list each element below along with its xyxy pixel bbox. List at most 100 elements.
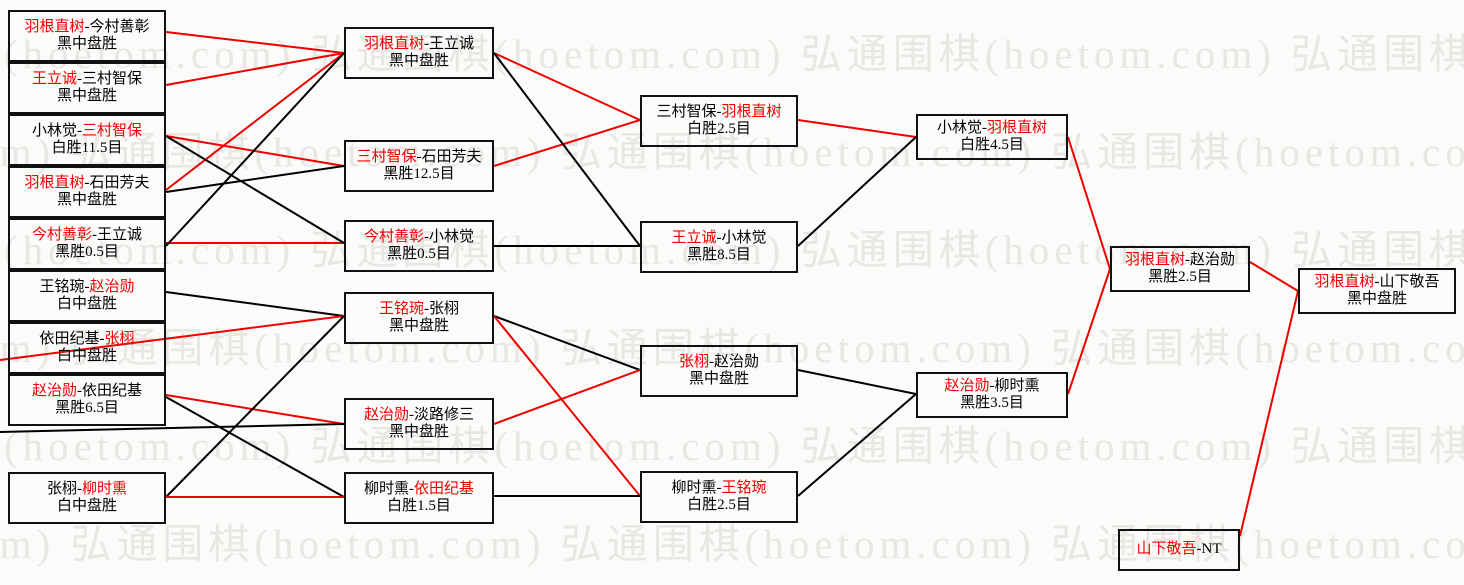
match-result: 黑中盘胜	[56, 88, 117, 104]
match-players: 羽根直树-王立诚	[364, 36, 474, 53]
match-box[interactable]: 王立诚-三村智保黑中盘胜	[8, 62, 166, 114]
match-result: 白胜2.5目	[687, 497, 751, 513]
player-right: 羽根直树	[987, 119, 1048, 136]
match-box[interactable]: 今村善彰-王立诚黑胜0.5目	[8, 218, 166, 270]
player-separator: -	[77, 122, 82, 139]
match-box[interactable]: 赵治勋-依田纪基黑胜6.5目	[8, 374, 166, 426]
match-box[interactable]: 张栩-柳时熏白中盘胜	[8, 472, 166, 524]
player-separator: -	[84, 278, 90, 295]
player-right: 柳时熏	[82, 480, 128, 497]
player-left: 张栩	[46, 480, 77, 497]
match-box[interactable]: 王铭琬-赵治勋白中盘胜	[8, 270, 166, 322]
match-players: 羽根直树-今村善彰	[24, 19, 149, 36]
match-players: 王铭琬-赵治勋	[39, 279, 134, 296]
player-left: 小林觉	[936, 119, 982, 136]
player-separator: -	[84, 174, 90, 191]
player-right: 小林觉	[429, 228, 475, 245]
match-box[interactable]: 依田纪基-张栩白中盘胜	[8, 322, 166, 374]
player-left: 柳时熏	[671, 479, 717, 496]
player-left: 王铭琬	[378, 300, 424, 317]
match-players: 王立诚-小林觉	[671, 230, 766, 247]
match-result: 黑中盘胜	[56, 192, 117, 208]
player-left: 三村智保	[656, 103, 717, 120]
match-box[interactable]: 柳时熏-王铭琬白胜2.5目	[640, 471, 798, 523]
player-left: 王铭琬	[39, 278, 85, 295]
player-right: 山下敬吾	[1379, 273, 1440, 290]
player-left: 羽根直树	[24, 18, 85, 35]
player-separator: -	[1196, 541, 1202, 558]
player-left: 王立诚	[31, 70, 77, 87]
match-box[interactable]: 羽根直树-赵治勋黑胜2.5目	[1110, 246, 1250, 292]
player-right: 石田芳夫	[421, 148, 482, 165]
player-right: 小林觉	[721, 229, 767, 246]
match-box[interactable]: 羽根直树-王立诚黑中盘胜	[344, 27, 494, 79]
player-separator: -	[1374, 273, 1380, 290]
match-result: 黑胜0.5目	[387, 246, 451, 262]
match-box[interactable]: 柳时熏-依田纪基白胜1.5目	[344, 472, 494, 524]
match-box[interactable]: 赵治勋-柳时熏黑胜3.5目	[916, 372, 1068, 418]
match-box[interactable]: 三村智保-石田芳夫黑胜12.5目	[344, 140, 494, 192]
match-players: 今村善彰-王立诚	[32, 227, 142, 244]
player-left: 羽根直树	[1314, 273, 1375, 290]
player-left: 赵治勋	[944, 377, 990, 394]
player-separator: -	[424, 228, 429, 245]
match-result: 黑胜2.5目	[1148, 269, 1212, 285]
match-players: 赵治勋-依田纪基	[32, 383, 142, 400]
player-right: 羽根直树	[721, 103, 782, 120]
match-players: 张栩-柳时熏	[47, 481, 127, 498]
connector-line	[493, 315, 641, 497]
match-result: 黑中盘胜	[1346, 291, 1407, 307]
connector-line	[1067, 268, 1111, 395]
player-separator: -	[709, 353, 714, 370]
match-box[interactable]: 王铭琬-张栩黑中盘胜	[344, 292, 494, 344]
player-left: 张栩	[678, 353, 709, 370]
match-result: 黑胜12.5目	[383, 166, 455, 182]
player-left: 山下敬吾	[1136, 541, 1197, 558]
match-result: 黑中盘胜	[56, 36, 117, 52]
connector-line	[797, 119, 917, 138]
player-left: 羽根直树	[363, 35, 424, 52]
match-box[interactable]: 三村智保-羽根直树白胜2.5目	[640, 95, 798, 147]
player-right: NT	[1201, 541, 1222, 558]
match-box[interactable]: 今村善彰-小林觉黑胜0.5目	[344, 220, 494, 272]
match-box[interactable]: 王立诚-小林觉黑胜8.5目	[640, 221, 798, 273]
player-left: 王立诚	[671, 229, 717, 246]
player-separator: -	[424, 35, 429, 52]
player-separator: -	[989, 377, 995, 394]
player-separator: -	[409, 480, 414, 497]
connector-line	[165, 396, 345, 498]
match-box[interactable]: 小林觉-羽根直树白胜4.5目	[916, 114, 1068, 160]
match-box[interactable]: 羽根直树-今村善彰黑中盘胜	[8, 10, 166, 62]
match-players: 王铭琬-张栩	[379, 301, 459, 318]
player-right: 赵治勋	[1190, 251, 1236, 268]
match-box[interactable]: 张栩-赵治勋黑中盘胜	[640, 345, 798, 397]
match-result: 白胜2.5目	[687, 121, 751, 137]
match-box[interactable]: 山下敬吾-NT	[1118, 529, 1240, 571]
connector-line	[493, 52, 641, 247]
player-separator: -	[982, 119, 987, 136]
match-result: 黑胜8.5目	[687, 247, 751, 263]
match-result: 白中盘胜	[56, 348, 117, 364]
player-right: 淡路修三	[414, 406, 475, 423]
player-separator: -	[1185, 251, 1190, 268]
match-players: 依田纪基-张栩	[39, 331, 134, 348]
match-box[interactable]: 羽根直树-山下敬吾黑中盘胜	[1298, 268, 1456, 314]
match-players: 山下敬吾-NT	[1136, 541, 1221, 558]
player-left: 三村智保	[356, 148, 417, 165]
player-right: 赵治勋	[714, 353, 760, 370]
match-result: 黑胜0.5目	[55, 244, 119, 260]
connector-line	[165, 31, 345, 54]
match-players: 羽根直树-赵治勋	[1125, 252, 1235, 269]
player-left: 今村善彰	[363, 228, 424, 245]
match-result: 黑中盘胜	[388, 53, 449, 69]
player-right: 张栩	[104, 330, 135, 347]
match-box[interactable]: 赵治勋-淡路修三黑中盘胜	[344, 398, 494, 450]
player-right: 柳时熏	[994, 377, 1040, 394]
match-box[interactable]: 羽根直树-石田芳夫黑中盘胜	[8, 166, 166, 218]
player-left: 赵治勋	[31, 382, 77, 399]
player-right: 王铭琬	[721, 479, 767, 496]
player-right: 张栩	[429, 300, 460, 317]
connector-line	[797, 369, 917, 395]
match-box[interactable]: 小林觉-三村智保白胜11.5目	[8, 114, 166, 166]
